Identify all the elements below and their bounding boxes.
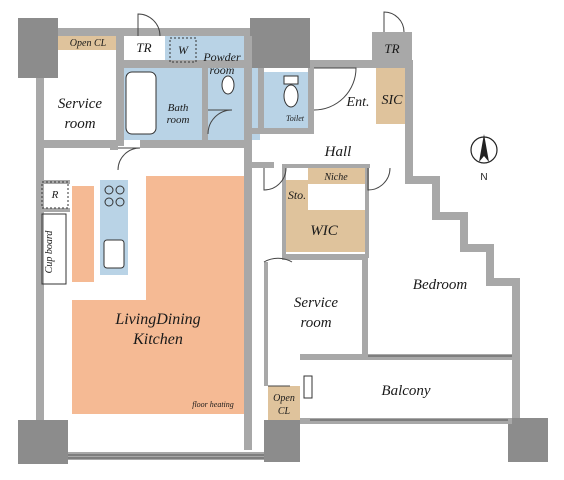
stove-burners-icon bbox=[104, 185, 125, 207]
powder-room-label-2: room bbox=[210, 63, 235, 77]
north-label: N bbox=[480, 172, 487, 183]
sto-label: Sto. bbox=[288, 188, 306, 202]
wic-label: WIC bbox=[310, 223, 338, 239]
hall-label: Hall bbox=[324, 144, 352, 160]
bedroom-label: Bedroom bbox=[413, 277, 468, 293]
ldk-heating-upper bbox=[146, 176, 244, 306]
ldk-label-1: LivingDining bbox=[114, 311, 200, 328]
service-room-left-label-1: Service bbox=[58, 96, 102, 112]
toilet-label: Toilet bbox=[286, 114, 305, 123]
windows bbox=[68, 355, 512, 459]
niche-label: Niche bbox=[323, 172, 348, 183]
service-room-mid-label-2: room bbox=[300, 315, 331, 331]
refrigerator-box bbox=[41, 181, 69, 209]
bathtub bbox=[125, 71, 157, 135]
storage-areas bbox=[57, 34, 408, 422]
cup-board-box bbox=[41, 213, 67, 285]
walls bbox=[18, 18, 548, 464]
sic-area bbox=[376, 66, 408, 124]
washer-box bbox=[169, 37, 197, 63]
wic-area bbox=[286, 210, 365, 252]
sic-label: SIC bbox=[382, 93, 404, 108]
open-cl-top-area bbox=[57, 34, 120, 50]
cup-board-label: Cup board bbox=[44, 230, 55, 274]
compass: N bbox=[470, 134, 498, 183]
w-label: W bbox=[178, 43, 189, 57]
balcony-aircon bbox=[303, 375, 313, 399]
ldk-heating-lower bbox=[72, 300, 244, 414]
powder-room-label-1: Powder bbox=[202, 50, 241, 64]
bath-room-label-1: Bath bbox=[168, 102, 189, 114]
open-cl-bottom-area bbox=[268, 386, 300, 422]
open-cl-top-label: Open CL bbox=[70, 38, 107, 49]
ldk-label-2: Kitchen bbox=[132, 331, 183, 348]
toilet-bowl bbox=[283, 84, 299, 108]
sto-area bbox=[286, 180, 308, 210]
kitchen-heating-strip bbox=[72, 186, 94, 282]
powder-sink bbox=[221, 75, 235, 95]
open-cl-bottom-label-2: CL bbox=[278, 406, 291, 417]
bath-room-label-2: room bbox=[167, 114, 190, 126]
service-room-mid-label-1: Service bbox=[294, 295, 338, 311]
balcony-label: Balcony bbox=[381, 383, 430, 399]
open-cl-bottom-label-1: Open bbox=[273, 393, 295, 404]
toilet-tank bbox=[283, 75, 299, 85]
floor-heating-label: floor heating bbox=[192, 400, 234, 409]
floor-heating-areas bbox=[72, 176, 244, 414]
tr-left-label: TR bbox=[136, 40, 151, 55]
kitchen-sink bbox=[103, 239, 125, 269]
tr-right-label: TR bbox=[384, 41, 399, 56]
service-room-left-label-2: room bbox=[64, 116, 95, 132]
niche-area bbox=[308, 168, 365, 184]
room-labels: Open CL TR W Powder room TR Service room… bbox=[44, 38, 467, 417]
doors bbox=[117, 11, 405, 387]
north-arrow-icon bbox=[479, 134, 489, 162]
fixtures bbox=[41, 37, 313, 399]
r-label: R bbox=[51, 189, 59, 201]
ent-label: Ent. bbox=[346, 95, 370, 110]
